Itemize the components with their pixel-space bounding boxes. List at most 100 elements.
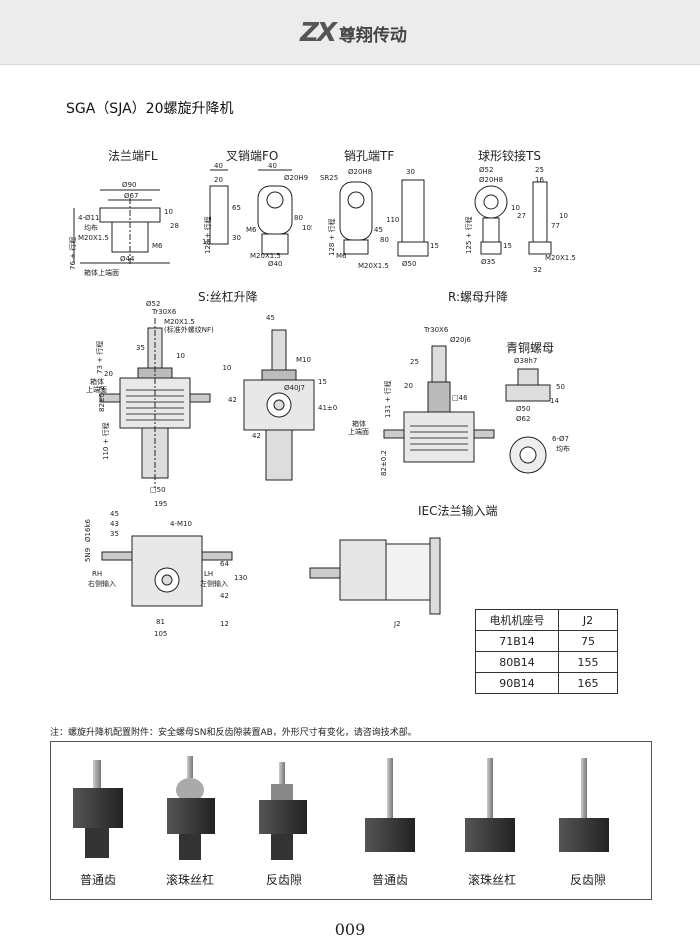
r-tr: Tr30X6 xyxy=(423,326,449,334)
plan-rh: RH xyxy=(92,570,102,578)
page-header xyxy=(0,0,700,65)
table-cell: 155 xyxy=(558,651,618,673)
ts-h27: 27 xyxy=(517,212,526,220)
bronze-drawing: Ø38h7 50 14 Ø50 Ø62 6-Ø7 均布 xyxy=(490,357,570,485)
s-h42: 42 xyxy=(228,396,237,404)
bronze-h14: 14 xyxy=(550,397,559,405)
table-row: 80B14 155 xyxy=(475,651,618,673)
tf-title: 销孔端TF xyxy=(344,149,395,163)
plan-m10: 4-M10 xyxy=(170,520,192,528)
r-sq46: □46 xyxy=(452,394,468,402)
fl-stroke: 76 + 行程 xyxy=(68,237,77,270)
fl-d67: Ø67 xyxy=(124,192,138,200)
table-row: 71B14 75 xyxy=(475,630,618,652)
photo-1 xyxy=(73,760,123,858)
ts-w16: 16 xyxy=(535,176,544,184)
fl-drawing: Ø90 Ø67 10 28 4-Ø11 均布 M20X1.5 Ø44 M6 76… xyxy=(68,181,179,277)
photo-caption: 反齿隙 xyxy=(569,873,606,887)
iec-title: IEC法兰输入端 xyxy=(418,504,498,518)
tf-drawing: SR25 Ø20H8 30 45 80 110 15 M6 Ø50 M20X1.… xyxy=(320,168,439,270)
s-h41: 41±0.1 xyxy=(318,404,337,412)
plan-lh-text: 左侧输入 xyxy=(200,579,228,588)
plan-h130: 130 xyxy=(234,574,247,582)
fo-h15: 15 xyxy=(202,238,211,246)
s-side-drawing: 45 M10 4-M8深10 Ø40J7 15 41±0.1 42 42 xyxy=(222,314,337,490)
fo-w40b: 40 xyxy=(268,162,277,170)
fl-d44: Ø44 xyxy=(120,255,135,263)
product-photo-panel xyxy=(50,741,652,900)
table-header-cell: J2 xyxy=(558,609,618,631)
ts-thread: M20X1.5 xyxy=(545,254,576,262)
s-note: (标准外螺纹NF) xyxy=(164,325,214,334)
s-tr: Tr30X6 xyxy=(151,308,177,316)
iec-drawing: J2 xyxy=(300,520,460,628)
plan-w105: 105 xyxy=(154,630,167,638)
fo-d40: Ø40 xyxy=(268,260,282,268)
bronze-d38h7: Ø38h7 xyxy=(514,357,537,365)
table-cell: 71B14 xyxy=(475,630,559,652)
fo-h30: 30 xyxy=(232,234,241,242)
fo-stroke: 128 + 行程 xyxy=(203,216,212,254)
tf-d50: Ø50 xyxy=(402,260,416,268)
fo-h80: 80 xyxy=(294,214,303,222)
fo-m6: M6 xyxy=(246,226,257,234)
tf-h110: 110 xyxy=(386,216,399,224)
s-ref2: 上端面 xyxy=(86,385,107,394)
photo-caption: 普通齿 xyxy=(79,873,116,887)
table-cell: 90B14 xyxy=(475,672,559,694)
bronze-d62: Ø62 xyxy=(516,415,530,423)
plan-h12: 12 xyxy=(220,620,229,628)
table-cell: 165 xyxy=(558,672,618,694)
product-photos xyxy=(73,756,609,860)
fo-w20: 20 xyxy=(214,176,223,184)
s-stroke-top: 73 + 行程 xyxy=(95,341,104,374)
ts-w32: 32 xyxy=(533,266,542,274)
tf-sr25: SR25 xyxy=(320,174,338,182)
r-ref1: 箱体 xyxy=(352,419,366,428)
plan-w81: 81 xyxy=(156,618,165,626)
photo-3 xyxy=(259,762,307,860)
photo-6 xyxy=(559,758,609,852)
motor-frame-table: 电机机座号 J2 71B14 75 80B14 155 90B14 165 xyxy=(475,609,618,694)
bronze-even: 均布 xyxy=(556,444,570,453)
ts-stroke: 125 + 行程 xyxy=(464,216,473,254)
fo-drawing: 40 20 40 Ø20H9 65 80 105 30 15 M6 Ø40 M2… xyxy=(202,162,312,268)
plan-lh: LH xyxy=(204,570,213,578)
r-stroke: 131 + 行程 xyxy=(383,380,392,418)
fl-m6: M6 xyxy=(152,242,163,250)
tf-stroke: 128 + 行程 xyxy=(327,218,336,256)
s-d40j7: Ø40J7 xyxy=(284,384,305,392)
ts-d35: Ø35 xyxy=(481,258,495,266)
s-ref1: 箱体 xyxy=(90,377,104,386)
bronze-h50: 50 xyxy=(556,383,565,391)
plan-key: 5N9 xyxy=(84,548,92,562)
table-row: 90B14 165 xyxy=(475,672,618,694)
fl-title: 法兰端FL xyxy=(108,149,158,163)
tf-w30: 30 xyxy=(406,168,415,176)
table-header-cell: 电机机座号 xyxy=(475,609,559,631)
fl-thread: M20X1.5 xyxy=(78,234,109,242)
plan-view-drawing: 195 45 43 35 4-M10 Ø16k6 5N9 RH 右侧输入 LH … xyxy=(84,500,247,638)
fl-ref: 箱体上端面 xyxy=(84,268,119,277)
tf-h80: 80 xyxy=(380,236,389,244)
company-logo: ZX 尊翔传动 xyxy=(300,18,407,48)
s-d52: Ø52 xyxy=(146,300,160,308)
fo-w40: 40 xyxy=(214,162,223,170)
ts-h77: 77 xyxy=(551,222,560,230)
plan-rh-text: 右侧输入 xyxy=(88,579,116,588)
s-h20: 20 xyxy=(104,370,113,378)
photo-caption: 滚珠丝杠 xyxy=(467,873,516,887)
s-section-title: S:丝杠升降 xyxy=(198,290,258,304)
s-w42: 42 xyxy=(252,432,261,440)
photo-5 xyxy=(465,758,515,852)
tf-h15: 15 xyxy=(430,242,439,250)
plan-w35: 35 xyxy=(110,530,119,538)
s-m10: M10 xyxy=(296,356,311,364)
s-h82: 82±0.2 xyxy=(98,386,106,412)
plan-w195: 195 xyxy=(154,500,167,508)
fo-d20h9: Ø20H9 xyxy=(284,174,308,182)
fl-holes: 4-Ø11 xyxy=(78,214,99,222)
fo-title: 叉销端FO xyxy=(226,149,279,163)
s-stroke-bot: 110 + 行程 xyxy=(101,422,110,460)
ts-d20h8: Ø20H8 xyxy=(479,176,503,184)
